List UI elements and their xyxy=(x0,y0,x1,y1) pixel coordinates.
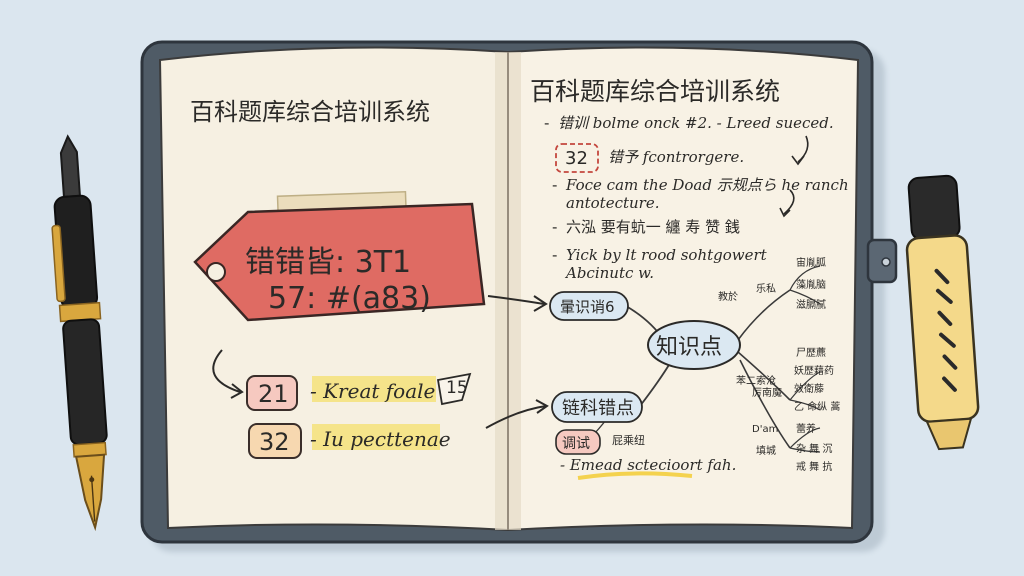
arrow-to-mindmap xyxy=(487,295,545,305)
mind-map: 知识点 暈识诮6 链科错点 调试 屁乘纽 教於 乐私 宙胤胍 藻胤脑 滋膈腻 尸… xyxy=(549,256,840,473)
mindmap-branch-label: 乐私 xyxy=(756,283,776,295)
mindmap-branch-label: 教於 xyxy=(718,290,738,303)
note-line: Yick by lt rood sohtgowert xyxy=(566,246,768,264)
mindmap-branch-label: 滋膈腻 xyxy=(796,298,826,311)
doodle-arrow xyxy=(783,189,795,215)
curved-arrow-left xyxy=(212,349,241,393)
note-line: antotecture. xyxy=(566,194,659,212)
pen-nib-top xyxy=(59,134,82,198)
note-line: 错训 bolme onck #2. - Lreed sueced. xyxy=(558,114,834,132)
note-line: Foce cam the Doad 示规点ら he ranch xyxy=(565,176,849,194)
right-page-title: 百科题库综合培训系统 xyxy=(530,77,780,106)
notes-list: - 错训 bolme onck #2. - Lreed sueced. 32 错… xyxy=(544,114,849,282)
mindmap-branch-label: 厉南魔 xyxy=(752,386,782,399)
note-prefix: - xyxy=(552,176,557,194)
mindmap-branch-label: 宙胤胍 xyxy=(796,256,826,269)
mindmap-center-node xyxy=(647,320,741,370)
item-text: - Iu pecttenae xyxy=(310,427,451,451)
badge-number: 21 xyxy=(258,380,289,408)
mindmap-branch-label: 妖歴藉药 xyxy=(794,364,834,377)
corner-badge: 15 xyxy=(446,378,468,398)
badge xyxy=(248,423,302,459)
mindmap-branch-label: 尸歴藨 xyxy=(796,346,826,359)
mindmap-node-label: 调试 xyxy=(562,436,590,452)
highlighter xyxy=(905,174,980,451)
right-page-footer: - Emead sctecioort fah. xyxy=(560,456,736,474)
note-badge-box xyxy=(555,143,599,173)
red-tag: 错错皆: 3T1 57: #(a83) xyxy=(193,202,486,322)
tag-line2: 57: #(a83) xyxy=(268,281,431,316)
mindmap-branch-label: 蕾养 xyxy=(796,422,816,435)
mindmap-branch-label: 效衛藤 xyxy=(794,382,824,395)
highlighter-tip xyxy=(925,417,973,451)
mindmap-branch-label: 填城 xyxy=(756,444,776,457)
fountain-pen xyxy=(51,134,108,532)
highlight xyxy=(312,424,440,450)
highlight xyxy=(312,376,436,402)
highlighter-body xyxy=(905,234,980,423)
mindmap-node xyxy=(555,429,601,455)
note-prefix: - xyxy=(552,246,557,264)
note-line: 六泓 要有蚢一 纏 寿 赞 銭 xyxy=(566,218,740,236)
badge xyxy=(246,375,298,411)
mindmap-branch-label: 苯二索沧 xyxy=(736,374,776,387)
mindmap-branch-label: 藻胤脑 xyxy=(796,278,826,291)
list-item: 32 - Iu pecttenae xyxy=(248,423,451,459)
mindmap-node-label: 链科错点 xyxy=(562,398,634,419)
mindmap-branch-label: 乙 命纵 蒿 xyxy=(794,400,840,413)
note-line: Abcinutc w. xyxy=(564,264,654,282)
pen-nib xyxy=(74,453,106,532)
highlighter-cap xyxy=(907,174,961,241)
mindmap-node xyxy=(551,391,643,423)
mindmap-small-note: 屁乘纽 xyxy=(612,433,645,447)
note-badge: 32 xyxy=(565,148,588,169)
list-item: 21 - Kreat foale 15 xyxy=(246,372,472,411)
mindmap-branch-label: 杂 舞 沉 xyxy=(796,442,832,455)
note-prefix: - xyxy=(552,218,557,236)
mindmap-node-label: 暈识诮6 xyxy=(560,298,615,316)
pen-barrel xyxy=(62,318,108,446)
mindmap-branch-label: 戒 舞 抗 xyxy=(796,460,832,473)
arrow-to-node xyxy=(485,405,547,429)
badge-number: 32 xyxy=(259,428,290,456)
note-prefix: - xyxy=(544,114,549,132)
tag-line1: 错错皆: 3T1 xyxy=(245,245,411,280)
item-text: - Kreat foale xyxy=(310,379,435,403)
mindmap-node xyxy=(549,291,629,321)
left-page-title: 百科题库综合培训系统 xyxy=(190,98,430,126)
pen-band xyxy=(58,301,102,323)
mindmap-branch-label: D'am xyxy=(752,424,778,435)
pen-clip xyxy=(51,224,66,303)
corner-badge-shape xyxy=(436,372,472,406)
mindmap-center-label: 知识点 xyxy=(656,335,722,360)
note-line: 错予 fcontrorgere. xyxy=(608,148,744,166)
yellow-underline xyxy=(577,471,693,480)
